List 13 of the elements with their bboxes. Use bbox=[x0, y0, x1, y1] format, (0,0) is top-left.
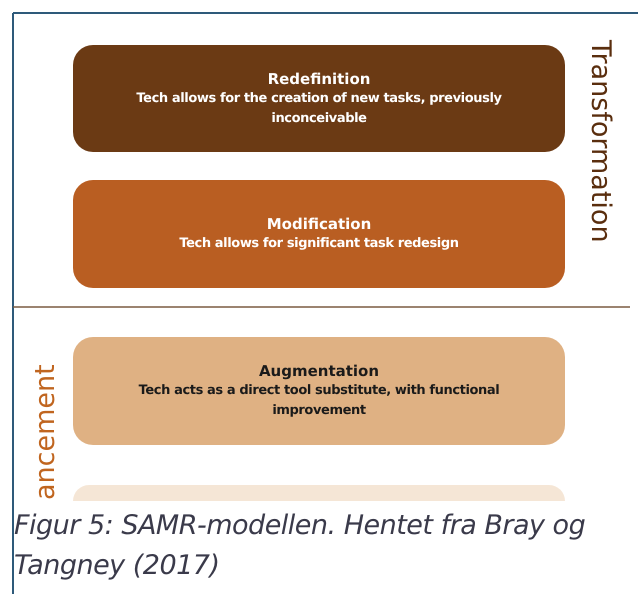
category-label: ancement bbox=[30, 364, 61, 500]
level-heading: Augmentation bbox=[258, 361, 380, 381]
category-label: Transformation bbox=[585, 40, 616, 243]
augmentation-box bbox=[73, 337, 565, 445]
level-description: Tech allows for significant task redesign bbox=[179, 235, 459, 253]
figure-caption: Figur 5: SAMR-modellen. Hentet fra Bray og Tangney (2017) bbox=[14, 509, 586, 583]
level-heading: Redefinition bbox=[268, 68, 370, 88]
level-heading: Modification bbox=[266, 214, 372, 234]
redefinition-box bbox=[73, 45, 565, 152]
modification-box bbox=[73, 180, 565, 288]
substitution-box bbox=[73, 485, 565, 501]
level-description: Tech allows for the creation of new tasks, previously inconceivable bbox=[135, 90, 503, 128]
level-description: Tech acts as a direct tool substitute, with functional improvement bbox=[138, 382, 500, 420]
